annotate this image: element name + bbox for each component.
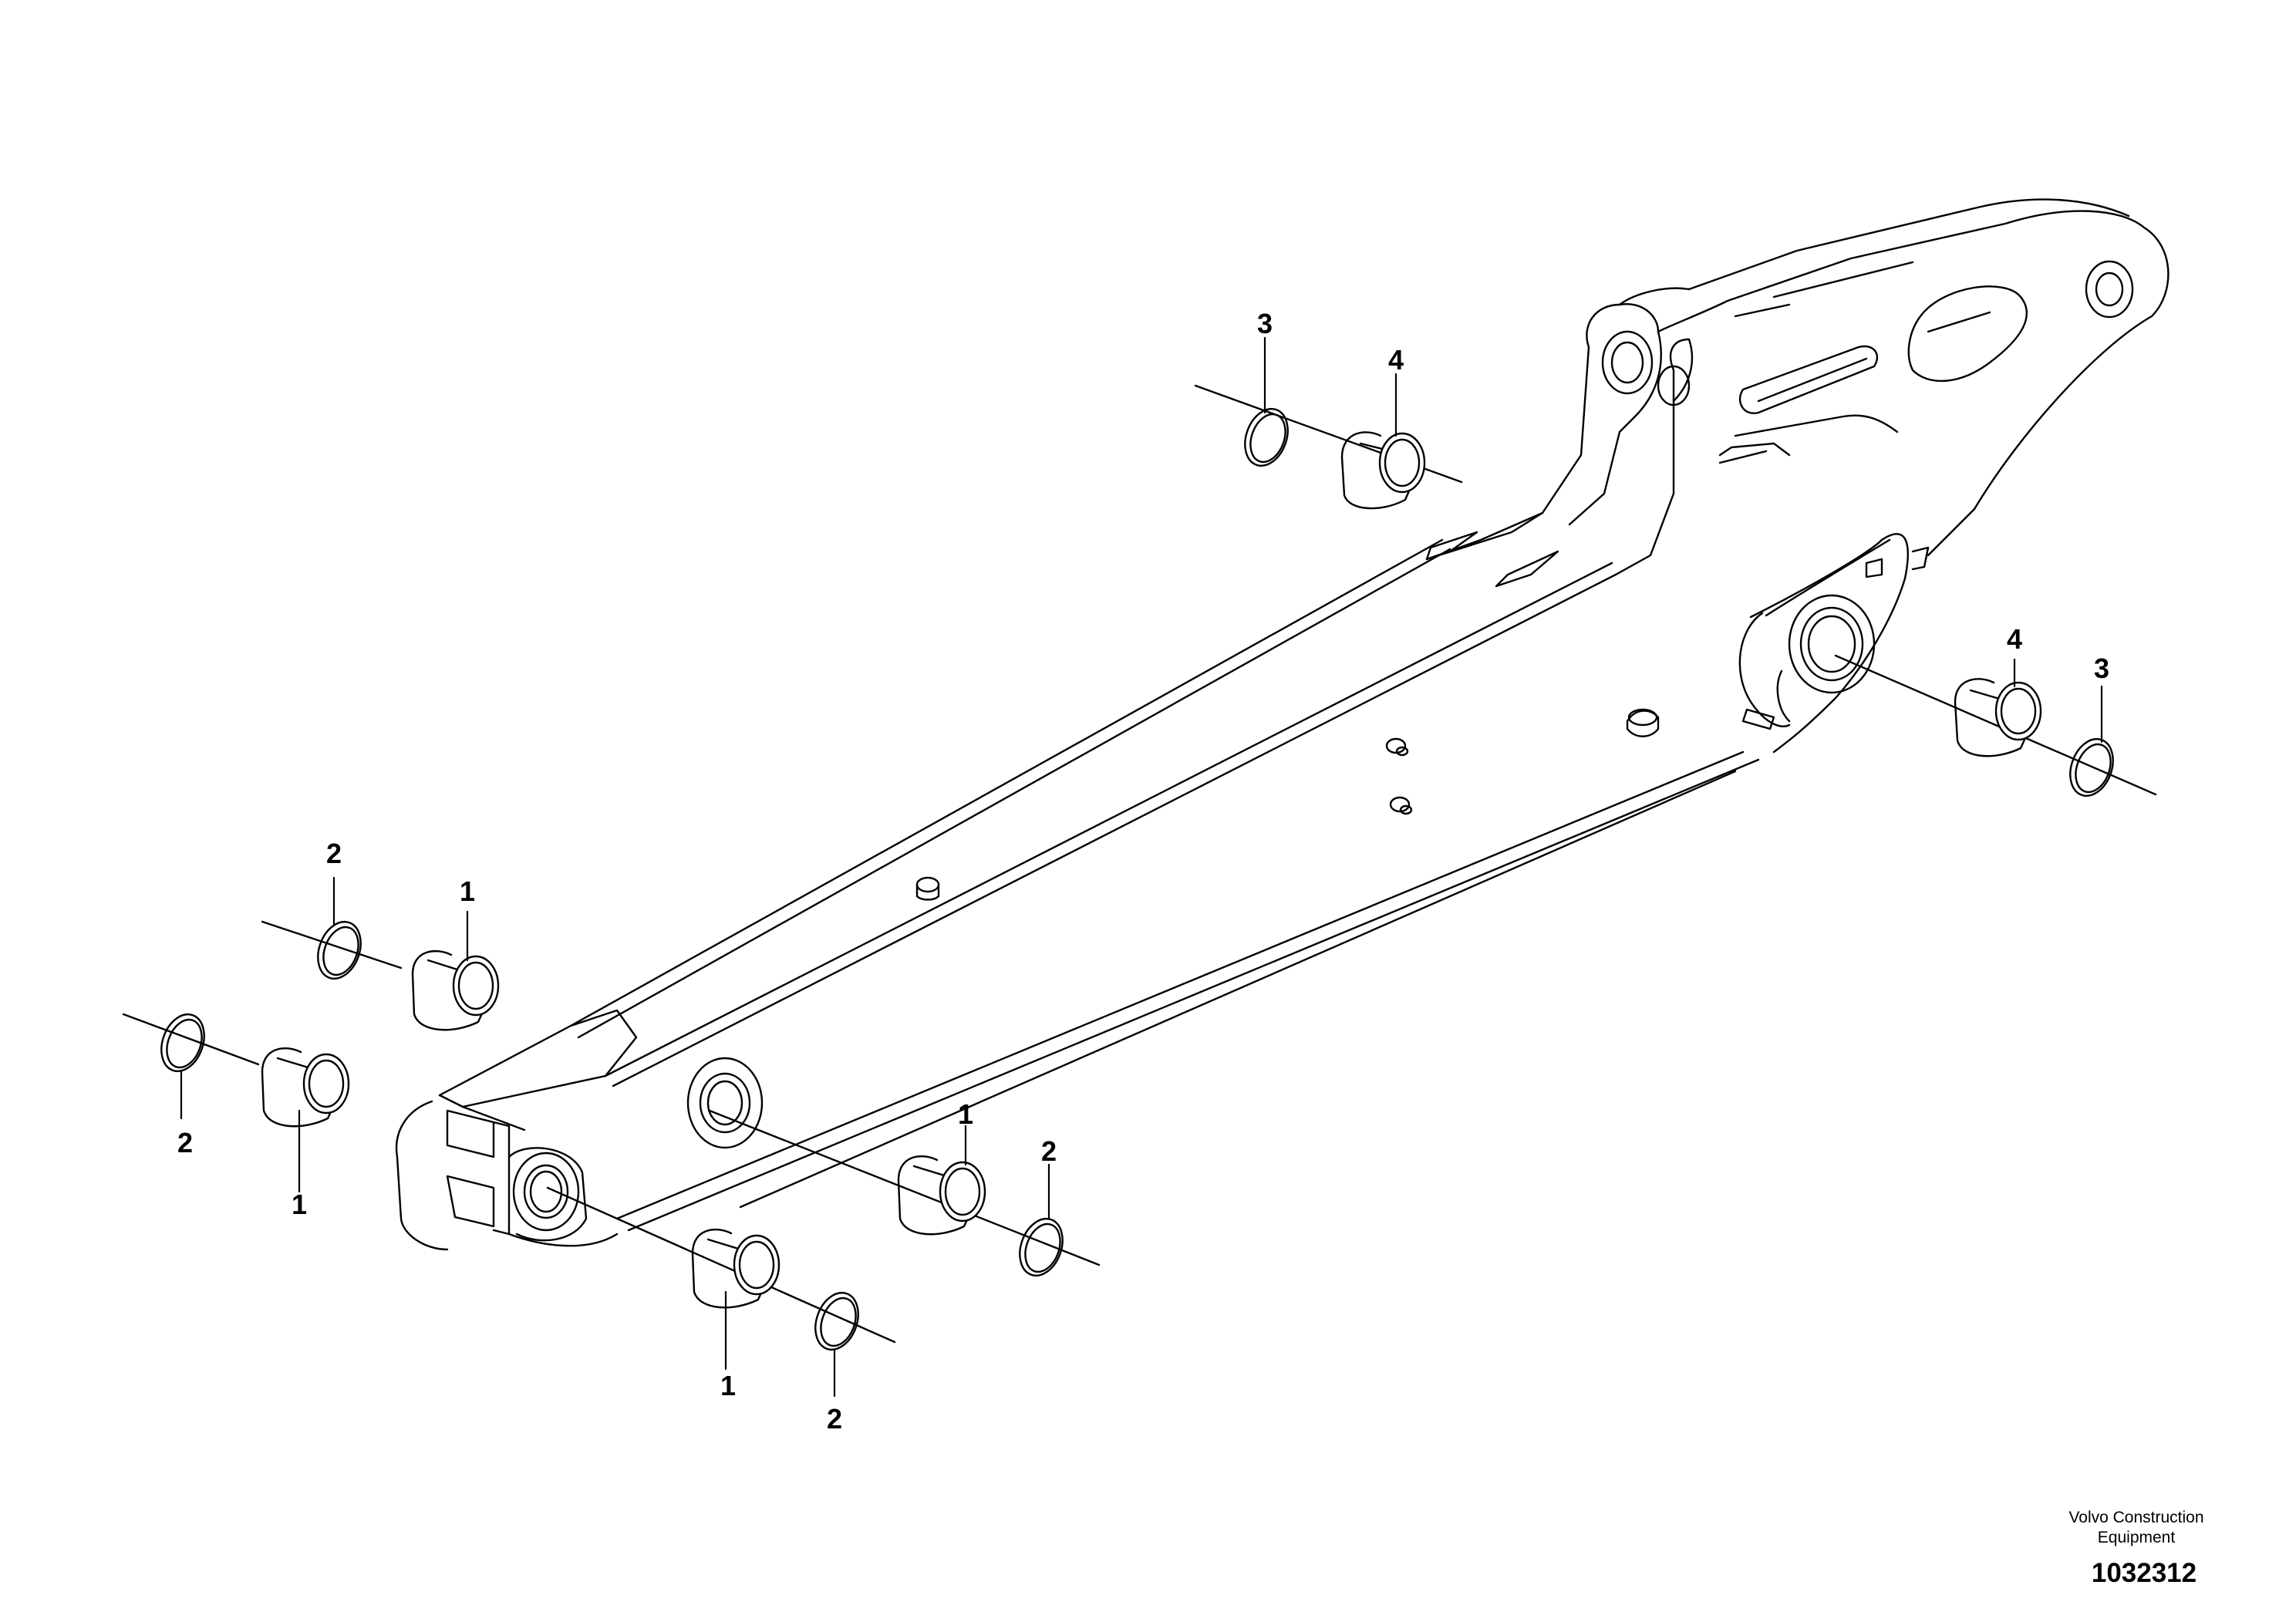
callout-label: 1 xyxy=(459,875,476,907)
callout-label: 2 xyxy=(1040,1135,1057,1167)
leader-lines xyxy=(180,336,2103,1398)
callout-label: 2 xyxy=(826,1403,843,1435)
bushing-lower-left-part xyxy=(261,1047,350,1128)
ring-top-left-part xyxy=(1244,408,1289,467)
manufacturer-caption: Volvo Construction Equipment xyxy=(2005,1508,2267,1548)
excavator-arm xyxy=(395,198,2170,1251)
axis-lines xyxy=(122,384,2157,1344)
ring-upper-left-part xyxy=(317,921,362,980)
manufacturer-line-2: Equipment xyxy=(2097,1529,2176,1546)
callout-label: 3 xyxy=(1256,308,1273,339)
ring-middle-part xyxy=(1019,1218,1064,1276)
callout-label: 2 xyxy=(177,1127,194,1158)
bushing-middle-part xyxy=(897,1155,986,1236)
ring-lower-left-part xyxy=(160,1013,205,1072)
callout-label: 1 xyxy=(291,1189,308,1220)
drawing-number: 1032312 xyxy=(2091,1558,2197,1588)
ring-bottom-part xyxy=(814,1292,859,1351)
manufacturer-line-1: Volvo Construction xyxy=(2068,1509,2204,1526)
callout-label: 2 xyxy=(325,838,342,869)
callout-label: 4 xyxy=(2006,623,2023,655)
bushing-upper-left-part xyxy=(411,949,500,1031)
bushing-right-part xyxy=(1954,678,2042,757)
callout-label: 1 xyxy=(957,1098,974,1130)
callout-label: 4 xyxy=(1387,344,1404,376)
callout-label: 3 xyxy=(2093,653,2110,684)
bushing-top-left-part xyxy=(1340,431,1426,510)
callout-label: 1 xyxy=(720,1370,737,1401)
bushing-bottom-part xyxy=(691,1228,781,1309)
